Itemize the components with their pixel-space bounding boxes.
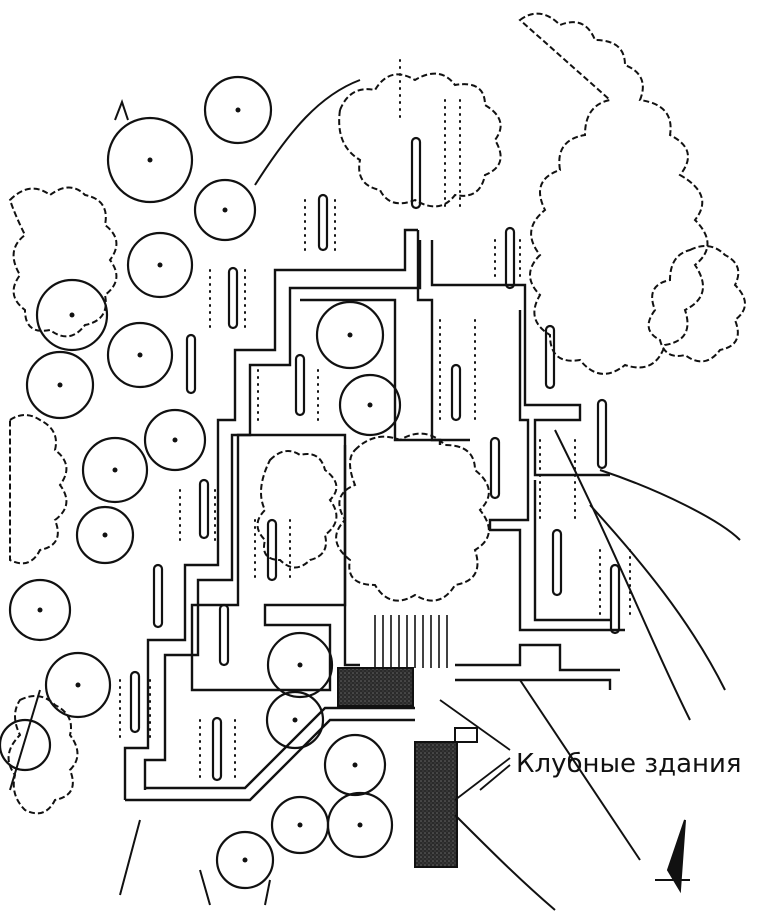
path-outline-right-2 bbox=[488, 310, 625, 632]
tree bbox=[8, 578, 72, 642]
club-buildings bbox=[337, 667, 478, 868]
bench bbox=[198, 478, 210, 540]
callout-line-2 bbox=[454, 757, 511, 801]
bench bbox=[317, 193, 329, 252]
bench bbox=[294, 353, 306, 417]
tree bbox=[44, 651, 112, 719]
path-lower-right-2 bbox=[455, 678, 612, 690]
bench bbox=[211, 716, 223, 782]
tree bbox=[0, 718, 52, 772]
bench bbox=[596, 398, 608, 470]
path-outline-left-inner bbox=[143, 240, 422, 790]
path-outline-right bbox=[523, 300, 610, 477]
benches bbox=[129, 136, 621, 782]
trees bbox=[0, 75, 402, 890]
tree bbox=[106, 116, 194, 204]
path-inner-block-3 bbox=[343, 445, 360, 667]
tree bbox=[106, 321, 174, 389]
shrub-mass-top-right bbox=[518, 12, 709, 375]
bench bbox=[609, 563, 621, 635]
tree bbox=[143, 408, 207, 472]
club-building-small bbox=[454, 727, 478, 743]
bench bbox=[152, 563, 164, 629]
bench bbox=[544, 324, 556, 390]
shrub-mass-left bbox=[8, 186, 118, 338]
bench bbox=[218, 603, 230, 667]
callout-lines bbox=[439, 699, 511, 801]
shrub-mass-left-lower bbox=[9, 414, 68, 565]
bench bbox=[227, 266, 239, 330]
tree bbox=[323, 733, 387, 797]
perspective-lines bbox=[9, 79, 741, 911]
path-bottom-band bbox=[125, 718, 415, 802]
tree bbox=[338, 373, 402, 437]
bench bbox=[489, 436, 501, 500]
path-inner-block-2 bbox=[300, 298, 442, 445]
dotted-hedges bbox=[119, 59, 631, 781]
shrub-mass-inner-left bbox=[256, 450, 338, 569]
path-network bbox=[123, 228, 625, 802]
shrub-mass-bottom-left bbox=[7, 695, 79, 815]
path-outline-right-3 bbox=[533, 480, 610, 622]
tree bbox=[193, 178, 257, 242]
tree bbox=[126, 231, 194, 299]
bench bbox=[185, 333, 197, 395]
path-bottom-band-inner bbox=[145, 706, 415, 790]
club-building-1 bbox=[337, 667, 414, 707]
shrub-mass-far-right bbox=[647, 245, 746, 363]
tree bbox=[203, 75, 273, 145]
compass-mark-icon bbox=[114, 99, 129, 121]
pergola-stripes bbox=[374, 615, 448, 668]
club-building-2 bbox=[414, 741, 458, 868]
shrub-mass-center bbox=[335, 432, 490, 602]
tree-centers bbox=[37, 107, 373, 863]
tree bbox=[266, 631, 334, 699]
bench bbox=[410, 136, 422, 210]
path-outline-left bbox=[123, 228, 418, 800]
path-central-spine bbox=[416, 230, 470, 442]
bench bbox=[266, 518, 278, 582]
club-buildings-label: Клубные здания bbox=[516, 749, 742, 779]
bench bbox=[450, 363, 462, 422]
path-lower-right bbox=[455, 643, 620, 672]
tree bbox=[25, 350, 95, 420]
tree bbox=[215, 830, 275, 890]
tree bbox=[75, 505, 135, 565]
path-central-spine-inner bbox=[430, 240, 527, 300]
bench bbox=[504, 226, 516, 290]
north-arrow-icon bbox=[655, 819, 690, 894]
tree bbox=[35, 278, 109, 352]
shrub-mass-top-center bbox=[338, 72, 502, 208]
callout-line-1 bbox=[439, 699, 511, 751]
tree bbox=[270, 795, 330, 855]
bench bbox=[551, 528, 563, 597]
tree bbox=[265, 690, 325, 750]
callout-line-3 bbox=[479, 764, 511, 791]
bench bbox=[129, 670, 141, 734]
tree bbox=[81, 436, 149, 504]
tree bbox=[315, 300, 385, 370]
